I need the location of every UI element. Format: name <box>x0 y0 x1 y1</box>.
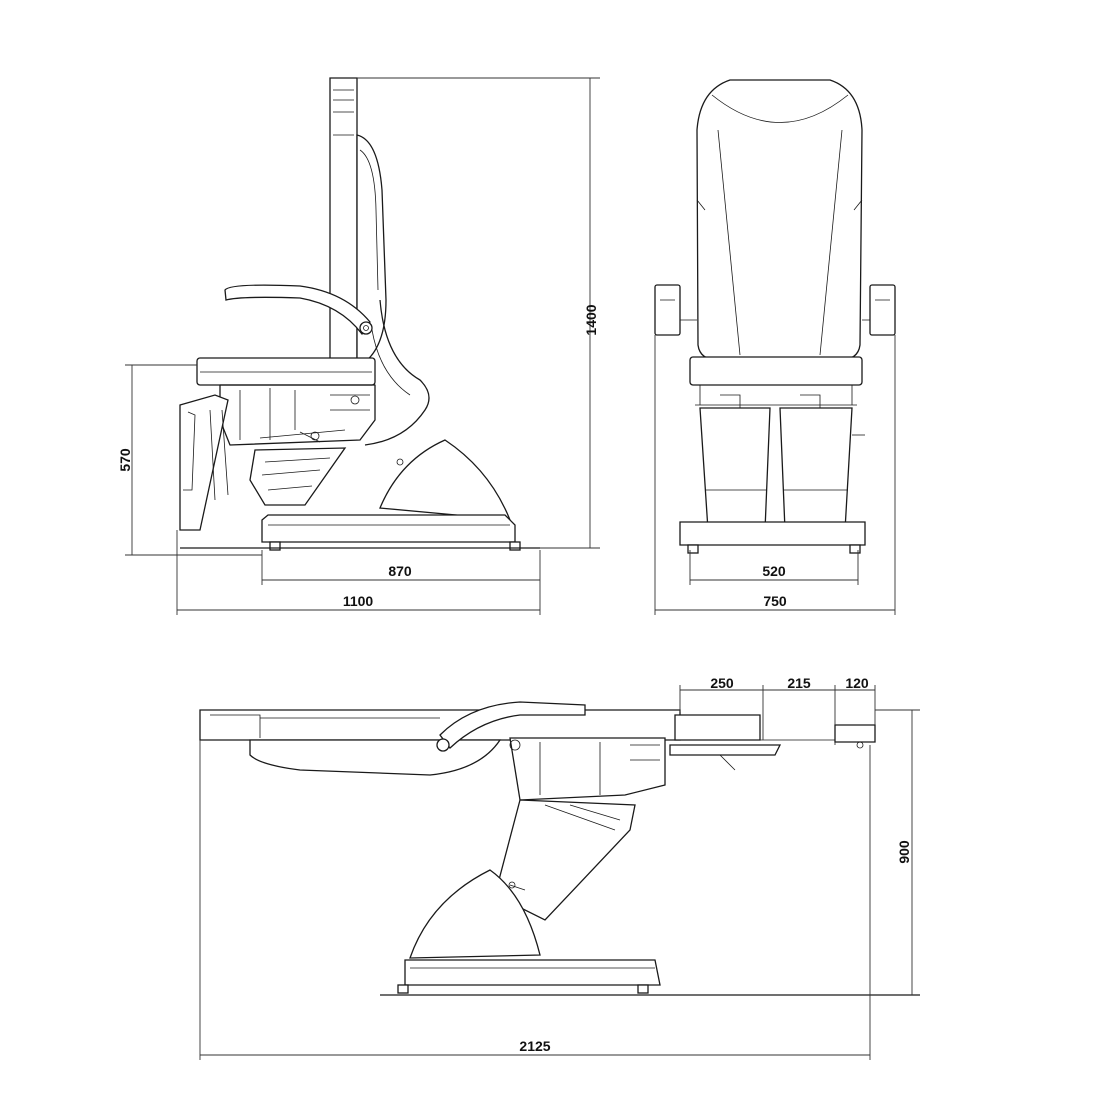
table-top <box>199 709 681 776</box>
armrest-flat <box>436 701 586 752</box>
front-view: 520 750 <box>654 79 896 615</box>
base-cover <box>379 439 511 521</box>
dimension-870: 870 <box>261 550 541 615</box>
dim-label-870: 870 <box>388 563 412 579</box>
dim-label-2125: 2125 <box>519 1038 550 1054</box>
backrest-front <box>696 79 863 361</box>
base-plate-flat <box>397 959 661 994</box>
lift-column <box>249 447 347 506</box>
dim-label-520: 520 <box>762 563 786 579</box>
footrest <box>179 394 229 531</box>
seat-front <box>689 356 863 406</box>
dimension-750: 750 <box>654 335 896 615</box>
dimension-2125: 2125 <box>199 740 871 1060</box>
seat-mechanism <box>219 384 376 446</box>
dimension-520: 520 <box>689 550 859 585</box>
dimension-250: 250 <box>679 675 764 740</box>
side-view: 1400 570 870 1100 <box>117 77 600 615</box>
dimension-1100: 1100 <box>176 530 540 615</box>
dim-label-1400: 1400 <box>583 304 599 335</box>
dim-label-215: 215 <box>787 675 811 691</box>
dimension-1400: 1400 <box>357 77 600 549</box>
dimension-120: 120 <box>835 675 876 725</box>
dim-label-900: 900 <box>896 840 912 864</box>
base-cover-flat <box>409 869 541 959</box>
backrest <box>329 77 387 366</box>
dimension-900: 900 <box>875 709 920 995</box>
seat <box>196 357 376 386</box>
leg-rests-front <box>699 394 865 531</box>
flat-view: 250 215 120 900 2125 <box>199 675 920 1060</box>
dimension-570: 570 <box>117 364 262 556</box>
dimension-215: 215 <box>763 675 836 725</box>
dim-label-120: 120 <box>845 675 869 691</box>
dim-label-1100: 1100 <box>343 593 374 609</box>
dim-label-250: 250 <box>710 675 734 691</box>
base-front <box>679 521 866 554</box>
armrests-front <box>654 284 896 336</box>
mechanism-flat <box>509 737 666 801</box>
footrest-flat <box>669 714 876 771</box>
dim-label-570: 570 <box>117 448 133 472</box>
base-plate <box>261 514 521 551</box>
dim-label-750: 750 <box>763 593 787 609</box>
armrest <box>224 284 373 336</box>
back-support-curve <box>364 299 430 446</box>
